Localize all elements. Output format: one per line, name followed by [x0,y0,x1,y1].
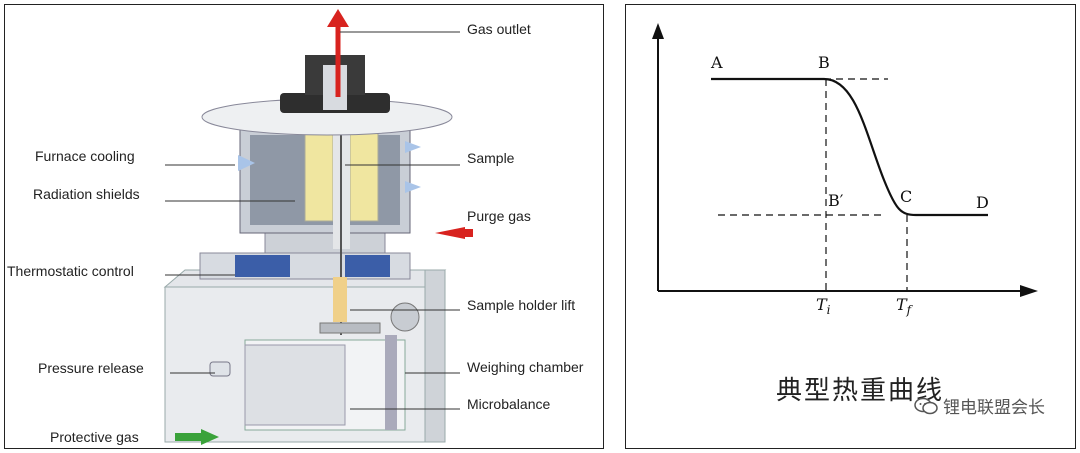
tf-label: Tf [896,295,911,317]
tg-curve-drawing [652,23,1038,297]
tga-instrument-diagram: Gas outlet Furnace cooling Sample Radiat… [4,4,604,449]
label-sample-holder-lift: Sample holder lift [467,297,576,313]
wechat-icon [914,397,938,414]
curve-caption: 典型热重曲线 [776,376,945,406]
label-furnace-cooling: Furnace cooling [35,148,135,164]
tf-subscript: f [906,303,912,318]
watermark: 锂电联盟会长 [913,393,1045,418]
label-radiation-shields: Radiation shields [33,186,140,202]
point-b-prime-label: B′ [828,191,844,210]
ti-label: Ti [816,295,831,317]
point-a-label: A [711,53,723,72]
point-d-label: D [976,193,989,212]
label-gas-outlet: Gas outlet [467,21,531,37]
tg-curve [711,77,988,217]
label-sample: Sample [467,150,515,166]
instrument-drawing [163,9,473,445]
label-pressure-release: Pressure release [38,360,144,376]
label-microbalance: Microbalance [467,396,551,412]
point-b-label: B [818,53,830,72]
tf-letter: T [896,295,907,314]
tg-curve-diagram: A B B′ C D Ti Tf 典型热重曲线 锂电联盟会长 [625,4,1076,449]
label-thermostatic-control: Thermostatic control [7,263,134,279]
point-c-label: C [900,187,913,206]
label-purge-gas: Purge gas [467,208,531,224]
watermark-text: 锂电联盟会长 [943,398,1045,418]
label-weighing-chamber: Weighing chamber [467,359,584,375]
ti-subscript: i [826,303,831,318]
label-protective-gas: Protective gas [50,429,139,445]
ti-letter: T [816,295,827,314]
